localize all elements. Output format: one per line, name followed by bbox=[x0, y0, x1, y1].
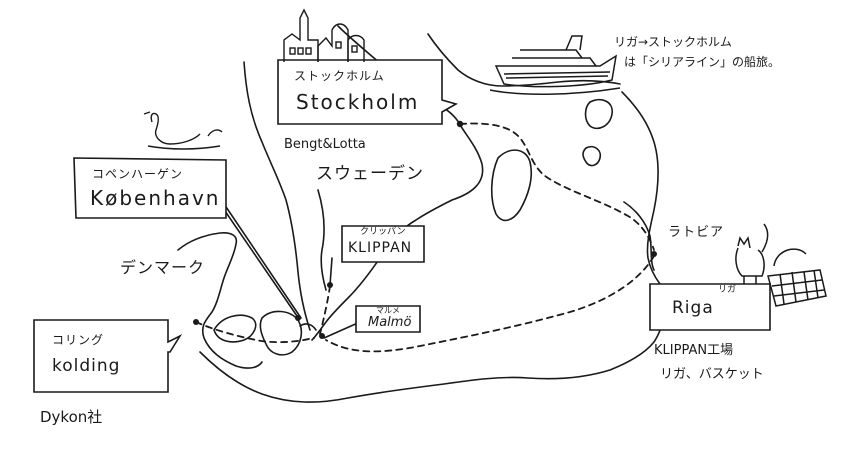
swan-icon bbox=[143, 111, 223, 150]
route-kolding-malmo bbox=[195, 321, 315, 344]
malmo-dot bbox=[319, 333, 325, 339]
stockholm-jp-label: ストックホルム bbox=[294, 69, 385, 83]
denmark-label: デンマーク bbox=[120, 258, 206, 277]
picnic-basket-icon bbox=[767, 248, 827, 307]
klippan-jp-label: クリッパン bbox=[360, 227, 406, 237]
cat-icon bbox=[735, 223, 769, 284]
finland-coast bbox=[427, 33, 621, 87]
kolding-en-label: kolding bbox=[52, 356, 121, 376]
riga-en-label: Riga bbox=[672, 298, 714, 318]
klippan-dot bbox=[327, 282, 333, 288]
gotland-island bbox=[490, 149, 533, 222]
malmo-jp-label: マルメ bbox=[376, 306, 400, 315]
klippan-factory-label: KLIPPAN工場 bbox=[654, 343, 734, 358]
copenhagen-box bbox=[73, 157, 227, 219]
copenhagen-dot bbox=[295, 315, 301, 321]
klippan-en-label: KLIPPAN bbox=[348, 240, 413, 256]
copenhagen-en-label: København bbox=[90, 186, 221, 210]
malmo-en-label: Malmö bbox=[368, 315, 412, 330]
riga-dot bbox=[651, 251, 657, 257]
kolding-jp-label: コリング bbox=[52, 333, 105, 347]
ferry-note-line2: は「シリアライン」の船旅。 bbox=[624, 55, 781, 69]
denmark-zealand bbox=[259, 310, 303, 356]
city-skyline-icon bbox=[283, 8, 365, 62]
ferry-ship-icon bbox=[489, 35, 621, 95]
southern-baltic-coast bbox=[199, 305, 664, 403]
stockholm-box bbox=[277, 59, 459, 125]
klippan-box bbox=[341, 225, 425, 263]
riga-basket-label: リガ、バスケット bbox=[660, 367, 764, 382]
latvia-label: ラトビア bbox=[668, 225, 725, 240]
denmark-funen bbox=[213, 314, 257, 343]
saaremaa-island bbox=[584, 98, 613, 130]
kolding-box bbox=[33, 319, 183, 393]
ferry-note-line1: リガ→ストックホルム bbox=[614, 35, 732, 49]
kolding-dot bbox=[193, 319, 199, 325]
sweden-west-coast bbox=[243, 61, 311, 331]
stockholm-en-label: Stockholm bbox=[296, 90, 420, 114]
riga-jp-label: リガ bbox=[718, 285, 737, 295]
stockholm-dot bbox=[456, 120, 464, 128]
malmo-box bbox=[355, 305, 421, 333]
riga-box bbox=[649, 283, 771, 331]
baltic-states-coast bbox=[621, 91, 661, 285]
sweden-label: スウェーデン bbox=[316, 164, 424, 184]
dykon-label: Dykon社 bbox=[40, 408, 103, 426]
route-klippan-malmo bbox=[319, 285, 331, 335]
ferry-route-stockholm-riga bbox=[459, 122, 655, 251]
gulf-of-riga bbox=[623, 201, 655, 271]
copenhagen-jp-label: コペンハーゲン bbox=[92, 167, 184, 181]
bengt-lotta-label: Bengt&Lotta bbox=[284, 137, 366, 152]
denmark-jutland bbox=[177, 232, 263, 369]
route-riga-malmo bbox=[325, 255, 655, 353]
